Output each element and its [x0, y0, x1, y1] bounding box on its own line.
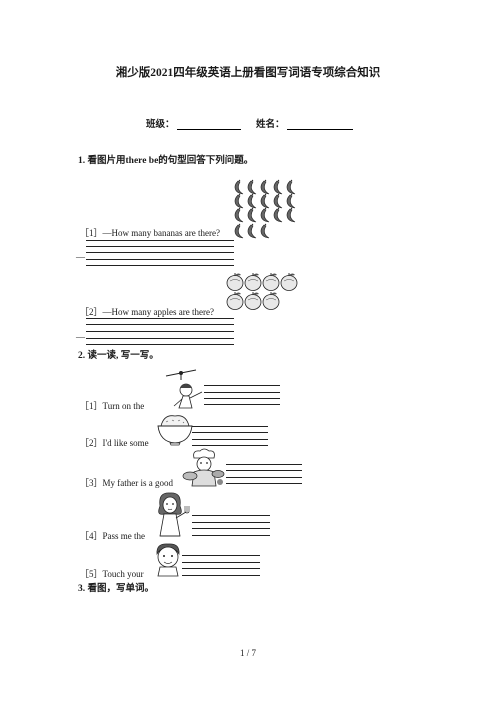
question-number: ［2］	[80, 307, 103, 317]
question-2-3: ［3］My father is a good	[80, 476, 173, 489]
question-text: My father is a good	[102, 478, 173, 488]
rice-bowl-icon	[157, 415, 193, 446]
page-title: 湘少版2021四年级英语上册看图写词语专项综合知识	[115, 67, 381, 79]
answer-line[interactable]	[226, 470, 302, 471]
answer-line[interactable]	[86, 338, 234, 339]
name-blank[interactable]	[286, 119, 353, 130]
class-field: 班级：	[146, 116, 241, 130]
answer-dash: —	[76, 332, 85, 342]
name-label: 姓名：	[256, 120, 285, 130]
section-1-heading: 1. 看图片用there be的句型回答下列问题。	[78, 156, 254, 166]
answer-line[interactable]	[86, 240, 234, 241]
answer-line[interactable]	[192, 522, 270, 523]
answer-line[interactable]	[86, 246, 234, 247]
answer-line[interactable]	[192, 439, 268, 440]
banana-icon	[234, 179, 296, 239]
answer-line[interactable]	[192, 515, 270, 516]
answer-line[interactable]	[226, 477, 302, 478]
answer-line[interactable]	[204, 404, 280, 405]
section-3-heading: 3. 看图，写单词。	[78, 584, 155, 594]
answer-line[interactable]	[192, 445, 268, 446]
question-2-2: ［2］I'd like some	[80, 436, 149, 449]
apple-icon	[226, 272, 298, 310]
answer-line[interactable]	[86, 252, 234, 253]
question-text: I'd like some	[102, 438, 149, 448]
answer-line[interactable]	[204, 398, 280, 399]
question-2-5: ［5］Touch your	[80, 567, 144, 580]
answer-line[interactable]	[226, 464, 302, 465]
answer-line[interactable]	[86, 324, 234, 325]
question-1-2: ［2］—How many apples are there?	[80, 305, 214, 318]
question-number: ［1］	[80, 401, 103, 411]
answer-line[interactable]	[192, 535, 270, 536]
answer-line[interactable]	[86, 259, 234, 260]
answer-line[interactable]	[182, 562, 260, 563]
name-field: 姓名：	[256, 116, 353, 130]
answer-line[interactable]	[192, 528, 270, 529]
question-number: ［4］	[80, 531, 103, 541]
question-text: Touch your	[102, 569, 144, 579]
page-number: 1 / 7	[239, 648, 256, 658]
question-text: —How many apples are there?	[102, 307, 214, 317]
answer-line[interactable]	[226, 483, 302, 484]
answer-line[interactable]	[204, 385, 280, 386]
class-blank[interactable]	[176, 119, 241, 130]
answer-line[interactable]	[182, 575, 260, 576]
question-text: Pass me the	[102, 531, 146, 541]
question-number: ［5］	[80, 569, 103, 579]
question-text: —How many bananas are there?	[102, 228, 220, 238]
answer-dash: —	[76, 252, 85, 262]
question-number: ［3］	[80, 478, 103, 488]
answer-line[interactable]	[86, 331, 234, 332]
answer-line[interactable]	[182, 555, 260, 556]
question-number: ［2］	[80, 438, 103, 448]
girl-with-fork-icon	[158, 492, 190, 537]
boy-head-icon	[156, 543, 180, 577]
answer-line[interactable]	[192, 426, 268, 427]
class-label: 班级：	[146, 120, 175, 130]
question-number: ［1］	[80, 228, 103, 238]
answer-line[interactable]	[204, 392, 280, 393]
answer-line[interactable]	[86, 318, 234, 319]
question-text: Turn on the	[102, 401, 145, 411]
cook-icon	[182, 448, 225, 487]
answer-line[interactable]	[192, 432, 268, 433]
answer-line[interactable]	[86, 344, 234, 345]
question-2-4: ［4］Pass me the	[80, 529, 145, 542]
answer-line[interactable]	[182, 568, 260, 569]
question-1-1: ［1］—How many bananas are there?	[80, 226, 220, 239]
answer-line[interactable]	[86, 265, 234, 266]
ceiling-fan-boy-icon	[165, 369, 203, 409]
question-2-1: ［1］Turn on the	[80, 399, 144, 412]
section-2-heading: 2. 读一读, 写一写。	[78, 351, 159, 361]
